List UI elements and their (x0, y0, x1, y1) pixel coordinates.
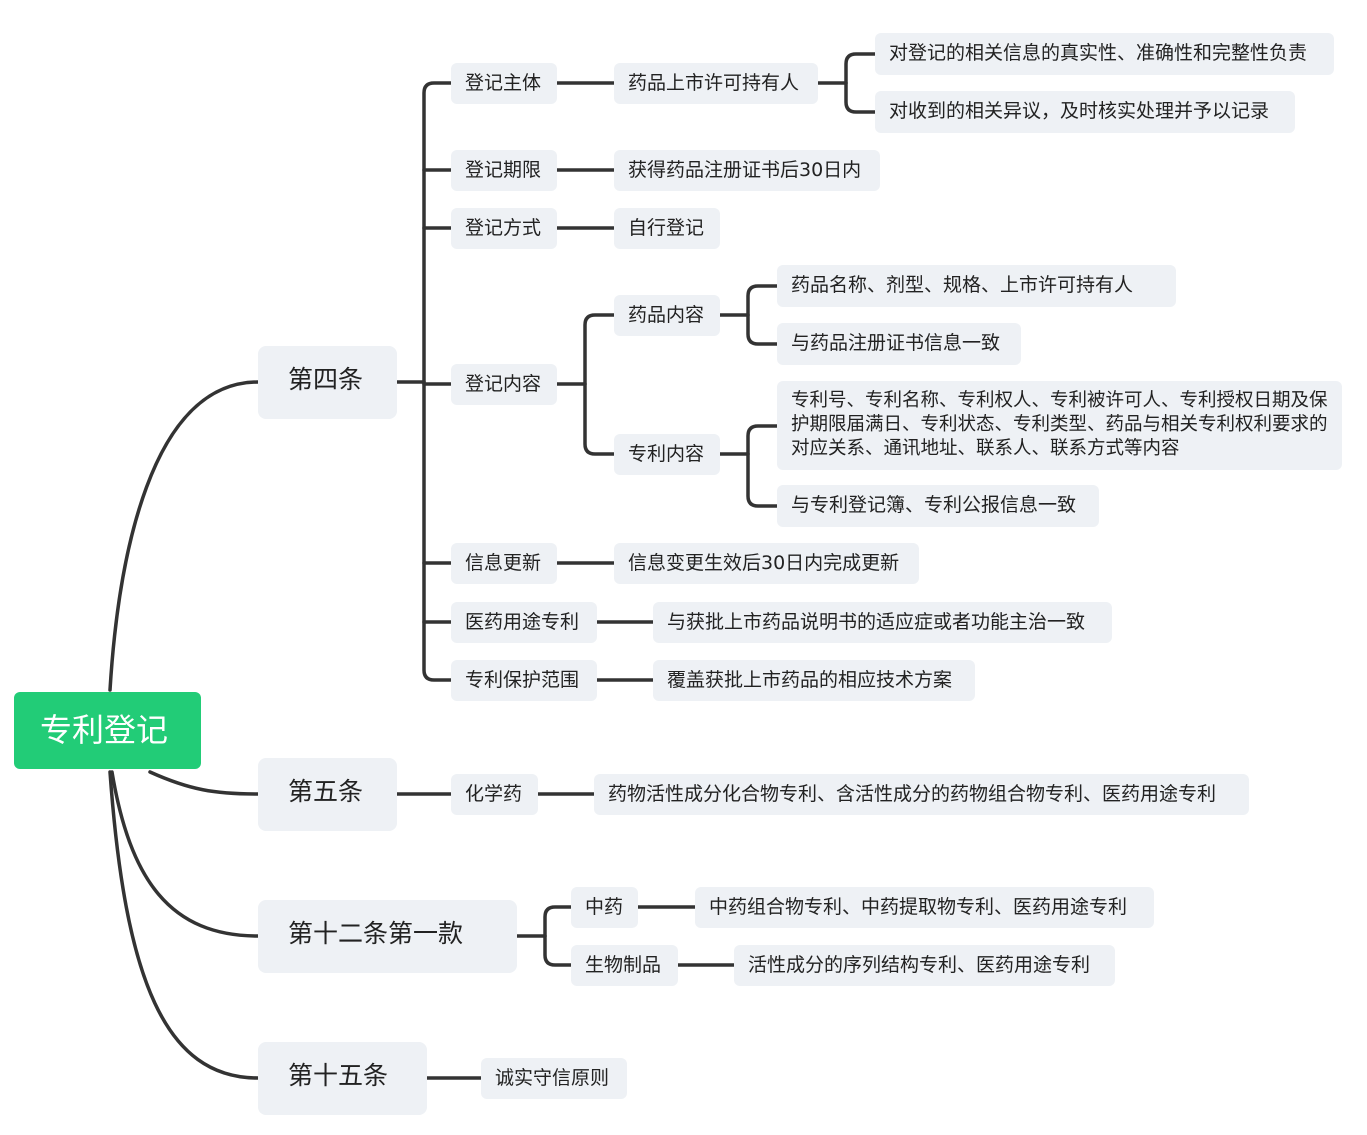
bio-node[interactable]: 生物制品 (571, 945, 678, 986)
root-node[interactable]: 专利登记 (14, 692, 201, 769)
article-12-label: 第十二条第一款 (288, 919, 464, 948)
patent-content-label: 专利内容 (628, 443, 705, 465)
update-label: 信息更新 (465, 552, 542, 574)
root-label: 专利登记 (40, 711, 169, 749)
edge-holder-bracket (844, 52, 877, 114)
method-value: 自行登记 (628, 217, 705, 239)
content-node[interactable]: 登记内容 (451, 364, 557, 405)
scope-label: 专利保护范围 (465, 669, 580, 691)
patent-item-node-2[interactable]: 与专利登记簿、专利公报信息一致 (777, 485, 1099, 527)
article-4-label: 第四条 (288, 365, 364, 394)
chem-label: 化学药 (465, 783, 523, 805)
article-12-node[interactable]: 第十二条第一款 (258, 900, 517, 973)
article-4-node[interactable]: 第四条 (258, 346, 397, 419)
edge-content-bracket (583, 313, 616, 456)
method-value-node[interactable]: 自行登记 (614, 208, 720, 249)
holder-label: 药品上市许可持有人 (628, 72, 800, 94)
bio-label: 生物制品 (585, 954, 662, 976)
deadline-node[interactable]: 登记期限 (451, 150, 557, 191)
tcm-node[interactable]: 中药 (571, 887, 638, 928)
duty-node-2[interactable]: 对收到的相关异议，及时核实处理并予以记录 (875, 91, 1295, 133)
medical-use-value: 与获批上市药品说明书的适应症或者功能主治一致 (667, 611, 1086, 633)
deadline-value-node[interactable]: 获得药品注册证书后30日内 (614, 150, 880, 191)
drug-item-2: 与药品注册证书信息一致 (791, 332, 1001, 354)
tcm-label: 中药 (585, 896, 624, 918)
integrity-label: 诚实守信原则 (495, 1067, 610, 1089)
bio-value-node[interactable]: 活性成分的序列结构专利、医药用途专利 (734, 945, 1115, 986)
content-label: 登记内容 (465, 373, 542, 395)
method-label: 登记方式 (465, 217, 542, 239)
subject-label: 登记主体 (465, 72, 542, 94)
tcm-value-node[interactable]: 中药组合物专利、中药提取物专利、医药用途专利 (695, 887, 1154, 928)
drug-item-node-2[interactable]: 与药品注册证书信息一致 (777, 323, 1021, 365)
edge-root-art4 (108, 380, 260, 692)
edge-drug-bracket (746, 284, 779, 346)
scope-node[interactable]: 专利保护范围 (451, 660, 597, 701)
chem-node[interactable]: 化学药 (451, 774, 538, 815)
patent-item-2: 与专利登记簿、专利公报信息一致 (791, 494, 1077, 516)
scope-value: 覆盖获批上市药品的相应技术方案 (667, 669, 953, 691)
duty-label-2: 对收到的相关异议，及时核实处理并予以记录 (889, 100, 1270, 122)
drug-item-node-1[interactable]: 药品名称、剂型、规格、上市许可持有人 (777, 265, 1176, 307)
edge-patent-bracket (746, 424, 779, 508)
update-node[interactable]: 信息更新 (451, 543, 557, 584)
patent-item-1: 专利号、专利名称、专利权人、专利被许可人、专利授权日期及保护期限届满日、专利状态… (791, 390, 1328, 459)
patent-content-node[interactable]: 专利内容 (614, 434, 720, 475)
edge-root-art15 (108, 770, 260, 1080)
edge-root-art5 (148, 770, 260, 796)
integrity-node[interactable]: 诚实守信原则 (481, 1058, 627, 1099)
medical-use-label: 医药用途专利 (465, 611, 580, 633)
edge-root-art12 (110, 770, 260, 938)
article-15-node[interactable]: 第十五条 (258, 1042, 427, 1115)
edge-art4-trunk (422, 81, 453, 682)
drug-content-node[interactable]: 药品内容 (614, 295, 720, 336)
update-value: 信息变更生效后30日内完成更新 (628, 552, 900, 574)
update-value-node[interactable]: 信息变更生效后30日内完成更新 (614, 543, 919, 584)
patent-item-node-1[interactable]: 专利号、专利名称、专利权人、专利被许可人、专利授权日期及保护期限届满日、专利状态… (777, 381, 1342, 470)
edge-art12-bracket (543, 905, 573, 967)
drug-item-1: 药品名称、剂型、规格、上市许可持有人 (791, 274, 1134, 296)
drug-content-label: 药品内容 (628, 304, 705, 326)
medical-use-value-node[interactable]: 与获批上市药品说明书的适应症或者功能主治一致 (653, 602, 1112, 643)
subject-node[interactable]: 登记主体 (451, 63, 557, 104)
duty-node-1[interactable]: 对登记的相关信息的真实性、准确性和完整性负责 (875, 33, 1334, 75)
bio-value: 活性成分的序列结构专利、医药用途专利 (748, 954, 1091, 976)
deadline-value: 获得药品注册证书后30日内 (628, 159, 862, 181)
article-15-label: 第十五条 (288, 1061, 389, 1090)
scope-value-node[interactable]: 覆盖获批上市药品的相应技术方案 (653, 660, 975, 701)
method-node[interactable]: 登记方式 (451, 208, 557, 249)
tcm-value: 中药组合物专利、中药提取物专利、医药用途专利 (709, 896, 1128, 918)
article-5-node[interactable]: 第五条 (258, 758, 397, 831)
chem-value: 药物活性成分化合物专利、含活性成分的药物组合物专利、医药用途专利 (608, 783, 1217, 805)
article-5-label: 第五条 (288, 777, 364, 806)
duty-label-1: 对登记的相关信息的真实性、准确性和完整性负责 (889, 42, 1308, 64)
chem-value-node[interactable]: 药物活性成分化合物专利、含活性成分的药物组合物专利、医药用途专利 (594, 774, 1249, 815)
medical-use-node[interactable]: 医药用途专利 (451, 602, 597, 643)
deadline-label: 登记期限 (465, 159, 542, 181)
holder-node[interactable]: 药品上市许可持有人 (614, 63, 818, 104)
